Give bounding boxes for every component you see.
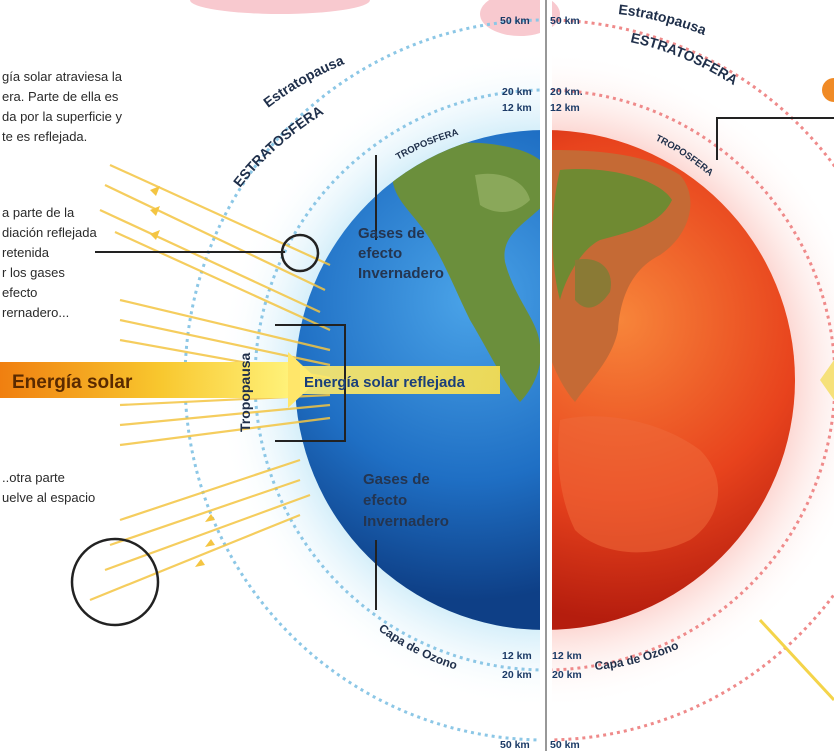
callout-lines xyxy=(95,117,834,610)
tropopausa-label: Tropopausa xyxy=(237,352,253,432)
continent-right xyxy=(545,150,719,553)
energia-reflejada-label: Energía solar reflejada xyxy=(304,374,466,391)
ray-arrowheads xyxy=(150,186,215,567)
km-20-top-left: 20 km xyxy=(502,86,532,98)
km-20-bottom-right: 20 km xyxy=(552,669,582,681)
km-50-top-right: 50 km xyxy=(550,15,580,27)
note2-line3: retenida xyxy=(2,245,50,260)
km-12-bottom-right: 12 km xyxy=(552,650,582,662)
note2-line6: rernadero... xyxy=(2,305,69,320)
note1-line1: gía solar atraviesa la xyxy=(2,69,123,84)
km-12-top-left: 12 km xyxy=(502,102,532,114)
estratopausa-right: Estratopausa xyxy=(618,1,709,38)
km-labels-right: 50 km 20 km. 12 km 12 km 20 km 50 km xyxy=(550,15,583,751)
km-50-bottom-left: 50 km xyxy=(500,739,530,751)
note2-line5: efecto xyxy=(2,285,37,300)
estratopausa-left: Estratopausa xyxy=(260,52,346,111)
note2-line4: r los gases xyxy=(2,265,65,280)
km-50-bottom-right: 50 km xyxy=(550,739,580,751)
gases-top-line2: efecto xyxy=(358,245,402,262)
top-glow-left xyxy=(190,0,370,14)
note2-line1: a parte de la xyxy=(2,205,75,220)
note3-line1: ..otra parte xyxy=(2,470,65,485)
top-glow-center xyxy=(480,0,560,36)
km-20-top-right: 20 km. xyxy=(550,86,583,98)
sun-partial xyxy=(822,78,834,102)
right-solar-arrows xyxy=(758,360,834,702)
note1-line3: da por la superficie y xyxy=(2,109,122,124)
note-block-1: gía solar atraviesa la era. Parte de ell… xyxy=(2,69,123,144)
km-50-top-left: 50 km xyxy=(500,15,530,27)
km-20-bottom-left: 20 km xyxy=(502,669,532,681)
km-12-bottom-left: 12 km xyxy=(502,650,532,662)
note1-line4: te es reflejada. xyxy=(2,129,87,144)
gases-bottom-line1: Gases de xyxy=(363,471,430,488)
km-12-top-right: 12 km xyxy=(550,102,580,114)
gases-bottom: Gases de efecto Invernadero xyxy=(363,471,449,530)
note-block-2: a parte de la diación reflejada retenida… xyxy=(2,205,97,320)
note3-line2: uelve al espacio xyxy=(2,490,95,505)
gases-top-line3: Invernadero xyxy=(358,265,444,282)
gases-top: Gases de efecto Invernadero xyxy=(358,225,444,282)
note-block-3: ..otra parte uelve al espacio xyxy=(2,470,95,505)
energia-solar-label: Energía solar xyxy=(12,372,133,393)
reflection-circle xyxy=(70,537,160,627)
gases-bottom-line2: efecto xyxy=(363,492,407,509)
energia-reflejada-arrow xyxy=(300,366,500,394)
energia-solar-arrow xyxy=(0,352,318,408)
gases-bottom-line3: Invernadero xyxy=(363,513,449,530)
continent-left xyxy=(392,142,545,402)
retention-circle xyxy=(280,233,320,273)
solar-rays xyxy=(89,163,331,602)
note2-line2: diación reflejada xyxy=(2,225,97,240)
km-labels-left: 50 km 20 km 12 km 12 km 20 km 50 km xyxy=(500,15,532,751)
gases-top-line1: Gases de xyxy=(358,225,425,242)
note1-line2: era. Parte de ella es xyxy=(2,89,119,104)
